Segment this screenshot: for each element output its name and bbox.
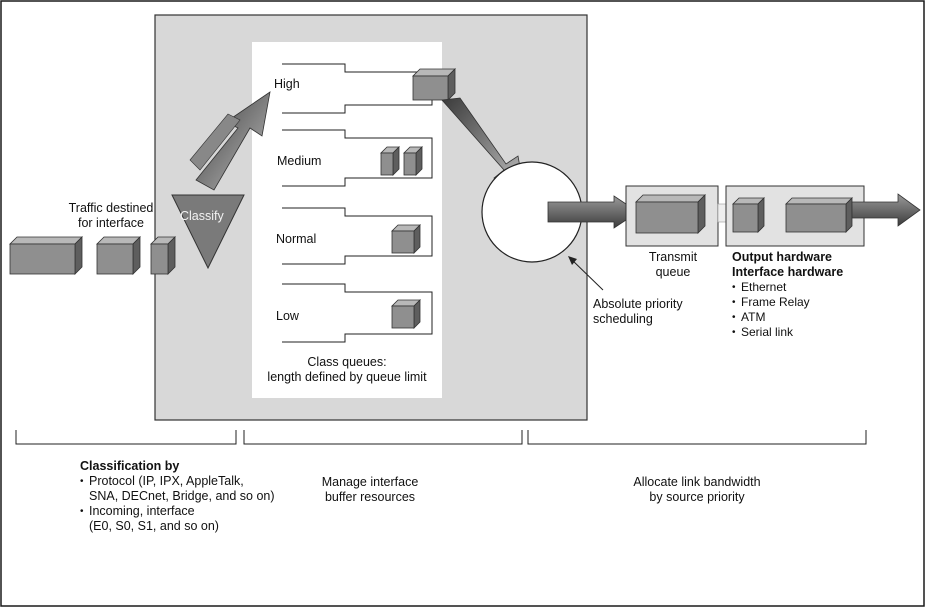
manage-caption: Manage interface buffer resources [300, 475, 440, 505]
output-list: Ethernet Frame Relay ATM Serial link [732, 280, 843, 340]
queues-area [252, 42, 442, 398]
output-title2: Interface hardware [732, 265, 844, 279]
classification-item: Protocol (IP, IPX, AppleTalk, SNA, DECne… [80, 474, 275, 504]
queue-label-low: Low [276, 309, 299, 323]
traffic-label: Traffic destined for interface [56, 201, 166, 231]
packet-low [391, 299, 421, 329]
classify-label: Classify [180, 209, 224, 223]
manage-line2: buffer resources [324, 490, 416, 504]
packet-normal [391, 224, 421, 254]
allocate-line1: Allocate link bandwidth [633, 475, 761, 489]
class-queues-caption: Class queues: length defined by queue li… [252, 355, 442, 385]
scheduling-pointer [569, 257, 604, 291]
classification-caption: Classification by Protocol (IP, IPX, App… [80, 459, 275, 534]
transmit-line2: queue [655, 265, 691, 279]
queue-label-high: High [274, 77, 300, 91]
classification-item-line: Protocol (IP, IPX, AppleTalk, [89, 474, 244, 488]
output-hardware-label: Output hardware Interface hardware Ether… [732, 250, 843, 340]
queue-low [282, 283, 433, 343]
output-item: ATM [732, 310, 843, 325]
transmit-queue-label: Transmit queue [628, 250, 718, 280]
transmit-line1: Transmit [648, 250, 698, 264]
classify-funnel [171, 194, 245, 270]
transmit-packet [635, 194, 706, 234]
manage-line1: Manage interface [321, 475, 419, 489]
bracket-allocate [527, 430, 867, 445]
output-packet-1 [732, 197, 765, 233]
scheduling-line1: Absolute priority [593, 297, 683, 311]
output-item: Serial link [732, 325, 843, 340]
incoming-packet-1 [9, 236, 83, 275]
output-title1: Output hardware [732, 250, 833, 264]
classification-title: Classification by [80, 459, 180, 473]
packet-high [412, 68, 456, 101]
classification-item-line: SNA, DECnet, Bridge, and so on) [89, 489, 275, 503]
queue-label-normal: Normal [276, 232, 317, 246]
bracket-classification [15, 430, 237, 445]
classification-item-line: Incoming, interface [89, 504, 195, 518]
queue-medium [282, 129, 433, 187]
incoming-packet-3 [150, 236, 176, 275]
scheduling-line2: scheduling [593, 312, 653, 326]
scheduling-label: Absolute priority scheduling [593, 297, 683, 327]
allocate-caption: Allocate link bandwidth by source priori… [612, 475, 782, 505]
classification-item: Incoming, interface (E0, S0, S1, and so … [80, 504, 275, 534]
packet-medium-1 [380, 146, 400, 176]
classification-item-line: (E0, S0, S1, and so on) [89, 519, 219, 533]
output-item: Frame Relay [732, 295, 843, 310]
bracket-manage [243, 430, 523, 445]
allocate-line2: by source priority [649, 490, 745, 504]
incoming-packet-2 [96, 236, 141, 275]
traffic-label-line2: for interface [77, 216, 144, 230]
exit-arrow [851, 193, 921, 227]
scheduling-pointer-head [568, 256, 577, 265]
output-packet-2 [785, 197, 853, 233]
classification-list: Protocol (IP, IPX, AppleTalk, SNA, DECne… [80, 474, 275, 534]
class-queues-line1: Class queues: [307, 355, 387, 369]
output-item: Ethernet [732, 280, 843, 295]
queue-connector [717, 203, 727, 223]
traffic-label-line1: Traffic destined [68, 201, 154, 215]
queue-normal [282, 207, 433, 265]
packet-medium-2 [403, 146, 423, 176]
classify-to-high-arrow [189, 91, 271, 191]
class-queues-line2: length defined by queue limit [267, 370, 427, 384]
queue-label-medium: Medium [277, 154, 322, 168]
